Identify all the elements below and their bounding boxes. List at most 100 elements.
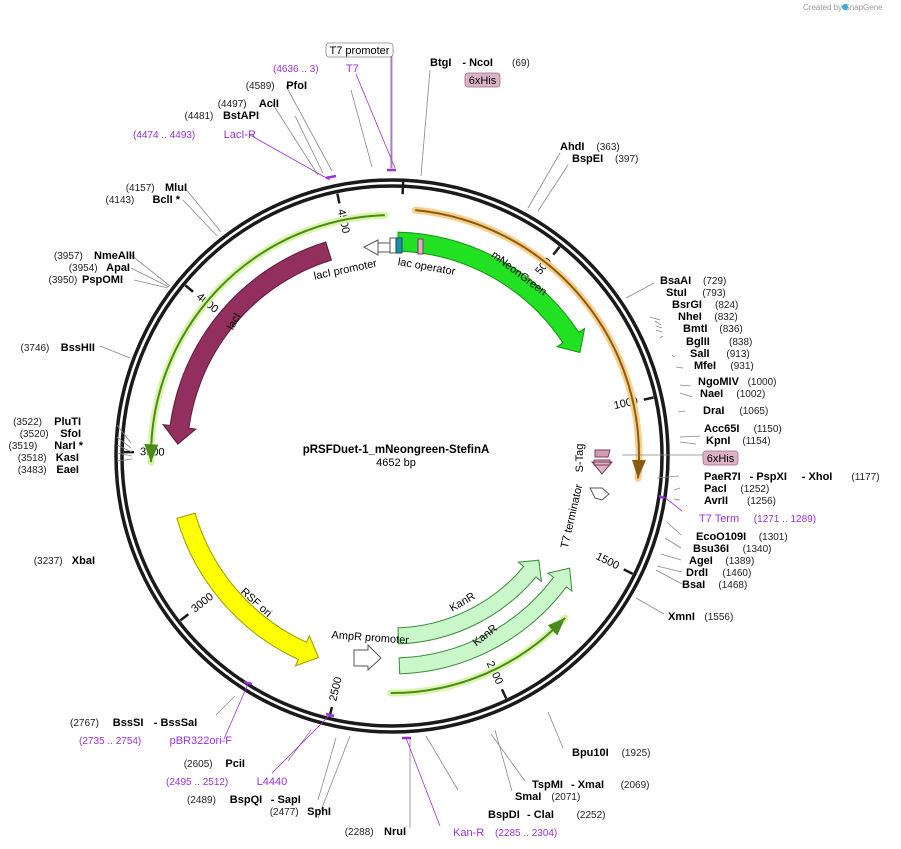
- enzyme-bspei[interactable]: BspEI(397): [572, 153, 638, 165]
- enzyme-position: (1177): [851, 472, 879, 483]
- enzyme-name-2: - BssSaI: [154, 717, 197, 729]
- primer-pbr322ori-f[interactable]: (2735 .. 2754)pBR322ori-F: [79, 735, 232, 747]
- enzyme-bpu10i[interactable]: Bpu10I(1925): [572, 747, 651, 759]
- enzyme-name: BsrGI: [672, 299, 702, 311]
- enzyme-kpni[interactable]: KpnI(1154): [706, 435, 771, 447]
- enzyme-position: (2605): [184, 759, 213, 770]
- enzyme-pluti[interactable]: PluTI(3522): [13, 416, 81, 428]
- enzyme-bsu36i[interactable]: Bsu36I(1340): [693, 543, 772, 555]
- enzyme-leader-line: [285, 85, 333, 172]
- primer-t7[interactable]: (4636 .. 3)T7: [273, 63, 359, 75]
- tick-mark: [500, 688, 508, 699]
- enzyme-nmeaiii[interactable]: NmeAIII(3957): [54, 250, 135, 262]
- enzyme-smai[interactable]: SmaI(2071): [515, 791, 580, 803]
- enzyme-name: SphI: [307, 806, 331, 818]
- enzyme-bcli[interactable]: BclI *(4143): [105, 194, 180, 206]
- primer-t7-term[interactable]: T7 Term(1271 .. 1289): [699, 513, 816, 525]
- orf-arcs: [144, 206, 646, 697]
- enzyme-position: (397): [615, 154, 638, 165]
- ampr-promoter-label: AmpR promoter: [331, 629, 410, 646]
- enzyme-pcii[interactable]: PciI(2605): [184, 758, 245, 770]
- enzyme-name: BclI *: [152, 194, 180, 206]
- enzyme-leader-line: [675, 366, 684, 369]
- enzyme-agei[interactable]: AgeI(1389): [689, 555, 754, 567]
- enzyme-bsai[interactable]: BsaI(1468): [682, 579, 747, 591]
- mneongreen-feature: [396, 231, 586, 354]
- enzyme-btgi-ncoi[interactable]: BtgI- NcoI(69): [430, 57, 530, 69]
- enzyme-bspqi-sapi[interactable]: (2489)BspQI- SapI: [187, 794, 301, 806]
- enzyme-xmni[interactable]: XmnI(1556): [668, 611, 733, 623]
- enzyme-sphi[interactable]: SphI (2477): [270, 806, 331, 818]
- enzyme-bmti[interactable]: BmtI(836): [683, 323, 743, 335]
- primer-leader-line: [223, 683, 249, 740]
- enzyme-ahdi[interactable]: AhdI(363): [560, 141, 620, 153]
- enzyme-leader-line: [184, 187, 222, 233]
- enzyme-position: (4497): [218, 99, 247, 110]
- enzyme-name: KasI: [56, 452, 79, 464]
- tick-label: 1500: [594, 551, 621, 573]
- enzyme-paer7i-pspxi-xhoi[interactable]: PaeR7I- PspXI- XhoI(1177): [704, 471, 880, 483]
- enzyme-name: XbaI: [72, 555, 95, 567]
- enzyme-tspmi-xmai[interactable]: TspMI- XmaI(2069): [532, 779, 650, 791]
- enzyme-position: (3519): [8, 441, 37, 452]
- enzyme-position: (3522): [13, 417, 42, 428]
- enzyme-xbai[interactable]: XbaI(3237): [34, 555, 95, 567]
- enzyme-name: BtgI: [430, 57, 451, 69]
- enzyme-eaei[interactable]: EaeI(3483): [18, 464, 79, 476]
- enzyme-name-2: - SapI: [271, 794, 301, 806]
- laci-promoter-feature: [362, 239, 391, 256]
- enzyme-acli[interactable]: AclI(4497): [218, 98, 279, 110]
- enzyme-kasi[interactable]: KasI(3518): [18, 452, 79, 464]
- enzyme-naei[interactable]: NaeI(1002): [700, 388, 765, 400]
- enzyme-name: BsaAI: [660, 275, 691, 287]
- enzyme-drai[interactable]: DraI(1065): [703, 405, 768, 417]
- backbone: [114, 178, 670, 734]
- enzyme-leader-line: [655, 569, 683, 585]
- tick-mark: [623, 568, 634, 575]
- enzyme-bsrgi[interactable]: BsrGI(824): [672, 299, 738, 311]
- primer-kan-r[interactable]: Kan-R(2285 .. 2304): [453, 827, 557, 839]
- enzyme-leader-line: [130, 267, 170, 288]
- primer-laci-r[interactable]: (4474 .. 4493)LacI-R: [133, 129, 256, 141]
- enzyme-position: (2477): [270, 807, 299, 818]
- enzyme-labels: BtgI- NcoI(69) AhdI(363)BspEI(397) BsaAI(7…: [8, 57, 879, 838]
- enzyme-drdi[interactable]: DrdI(1460): [686, 567, 751, 579]
- enzyme-bglii[interactable]: BglII(838): [686, 336, 752, 348]
- enzyme-bspdi-clai[interactable]: BspDI- ClaI(2252): [488, 809, 606, 821]
- enzyme-sfoi[interactable]: SfoI(3520): [20, 428, 81, 440]
- enzyme-leader-line: [635, 597, 665, 615]
- primer-l4440[interactable]: (2495 .. 2512)L4440: [166, 776, 287, 788]
- tick-mark: [179, 613, 190, 622]
- enzyme-bsssi-bsssai[interactable]: (2767)BssSI- BssSaI: [70, 717, 197, 729]
- 6xhis-right-label: 6xHis: [707, 453, 735, 465]
- enzyme-pfoi[interactable]: PfoI(4589): [246, 80, 307, 92]
- enzyme-ngomiv[interactable]: NgoMIV(1000): [698, 376, 777, 388]
- enzyme-leader-line: [654, 320, 662, 326]
- enzyme-ecoo109i[interactable]: EcoO109I(1301): [696, 531, 788, 543]
- enzyme-mlui[interactable]: MluI(4157): [126, 182, 187, 194]
- t7-terminator-label: T7 terminator: [559, 483, 585, 550]
- enzyme-mfei[interactable]: MfeI(931): [694, 360, 754, 372]
- snapgene-logo-icon: [842, 4, 848, 10]
- enzyme-leader-line: [116, 436, 132, 449]
- enzyme-stui[interactable]: StuI(793): [666, 287, 726, 299]
- enzyme-paci[interactable]: PacI(1252): [704, 483, 769, 495]
- enzyme-leader-line: [215, 695, 236, 716]
- enzyme-bsshii[interactable]: BssHII(3746): [20, 342, 95, 354]
- enzyme-bstapi[interactable]: BstAPI(4481): [184, 110, 259, 122]
- primer-name: pBR322ori-F: [170, 735, 233, 747]
- enzyme-sali[interactable]: SalI(913): [690, 348, 750, 360]
- enzyme-name: DraI: [703, 405, 724, 417]
- enzyme-name: BspQI: [230, 794, 262, 806]
- enzyme-nari[interactable]: NarI *(3519): [8, 440, 83, 452]
- enzyme-acc65i[interactable]: Acc65I(1150): [704, 423, 782, 435]
- primer-leader-line: [271, 716, 329, 774]
- enzyme-pspomi[interactable]: PspOMI(3950): [48, 274, 123, 286]
- tick-mark: [643, 396, 654, 401]
- enzyme-avrii[interactable]: AvrII(1256): [704, 495, 776, 507]
- enzyme-bsaai[interactable]: BsaAI(729): [660, 275, 726, 287]
- enzyme-position: (836): [719, 324, 742, 335]
- enzyme-nhei[interactable]: NheI(832): [678, 311, 738, 323]
- enzyme-nrui[interactable]: NruI(2288): [345, 826, 406, 838]
- enzyme-apai[interactable]: ApaI(3954): [69, 262, 130, 274]
